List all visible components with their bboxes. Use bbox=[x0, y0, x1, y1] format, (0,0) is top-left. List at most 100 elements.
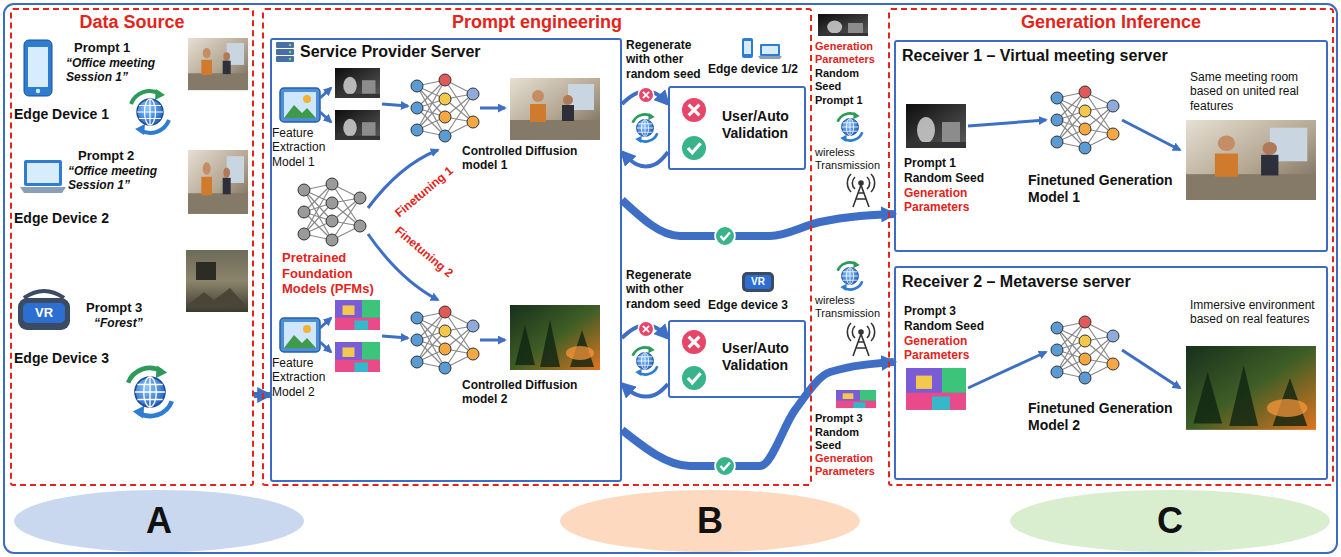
region-panel: Receiver 1 – Virtual meeting serverPromp… bbox=[888, 8, 1334, 486]
flow-arrows bbox=[320, 318, 331, 328]
vr-headset-icon bbox=[24, 291, 64, 298]
parameter-label: Generation Parameters bbox=[815, 452, 885, 478]
seed-label: Random Seed bbox=[815, 67, 885, 93]
network-icon bbox=[1051, 316, 1119, 384]
transmission-label: wireless Transmission bbox=[815, 146, 885, 172]
prompt-label: Prompt 2 bbox=[78, 148, 134, 164]
server-icon bbox=[276, 56, 294, 62]
prompt-label: Prompt 1 bbox=[815, 94, 863, 107]
receiver-box: Receiver 2 – Metaverse serverPrompt 3Ran… bbox=[894, 266, 1328, 480]
forest-render bbox=[1186, 346, 1316, 430]
model-label: Controlled Diffusion model 1 bbox=[462, 144, 602, 173]
icon-label: VR bbox=[751, 276, 765, 288]
laptop-icon bbox=[27, 163, 59, 183]
laptop-icon bbox=[20, 187, 66, 193]
flow-arrows bbox=[1122, 350, 1180, 388]
stage-ellipse: C bbox=[1010, 490, 1330, 552]
stage-letter: A bbox=[146, 500, 172, 542]
prompt-label: Prompt 3 bbox=[815, 412, 863, 425]
prompt-text: Prompt 1 bbox=[904, 156, 956, 170]
laptop-icon bbox=[24, 160, 62, 186]
stage-ellipse: A bbox=[14, 490, 304, 552]
server-icon bbox=[276, 42, 294, 48]
room-photo bbox=[188, 288, 246, 306]
validation-box: Edge device 1/2User/Auto Validation bbox=[668, 86, 806, 170]
flow-connector bbox=[622, 362, 894, 466]
model-label: Controlled Diffusion model 2 bbox=[462, 378, 602, 407]
validation-box: Edge device 3User/Auto Validation bbox=[668, 320, 806, 398]
region-panel: Service Provider ServerEdge device 1/2Us… bbox=[262, 8, 812, 486]
room-photo bbox=[186, 250, 248, 312]
check-badge bbox=[715, 226, 735, 246]
globe-icon bbox=[633, 113, 658, 143]
network-icon bbox=[1051, 86, 1119, 154]
laptop-icon bbox=[20, 160, 66, 193]
flow-connector bbox=[622, 200, 894, 236]
laptop-icon bbox=[760, 44, 780, 56]
device-heading: Edge device 1/2 bbox=[708, 62, 798, 76]
stage-letter: B bbox=[697, 500, 723, 542]
prompt-label: Prompt 3 bbox=[86, 300, 142, 316]
device-label: Edge Device 1 bbox=[14, 106, 109, 123]
parameter-text: Generation Parameters bbox=[904, 186, 1016, 215]
stage-letter: C bbox=[1157, 500, 1183, 542]
model-label: Feature Extraction Model 2 bbox=[272, 356, 356, 399]
flow-arrows bbox=[320, 88, 1180, 388]
check-badge bbox=[681, 135, 707, 161]
model-label: Pretrained Foundation Models (PFMs) bbox=[282, 250, 394, 297]
flow-connector bbox=[622, 152, 668, 166]
server-icon bbox=[289, 58, 291, 60]
antenna-icon bbox=[847, 174, 874, 207]
forest-render bbox=[510, 305, 600, 370]
segmentation-map bbox=[335, 300, 380, 330]
segmentation-map bbox=[335, 342, 380, 372]
flow-arrows bbox=[968, 352, 1046, 388]
seed-label: Random Seed bbox=[815, 426, 885, 452]
office-photo bbox=[188, 38, 248, 90]
office-photo bbox=[510, 78, 600, 140]
seed-text: Random Seed bbox=[904, 171, 984, 185]
network-icon bbox=[411, 306, 479, 374]
segmentation-map bbox=[836, 390, 876, 408]
flow-connector bbox=[622, 384, 668, 396]
vr-headset-icon bbox=[18, 291, 70, 330]
globe-icon bbox=[131, 89, 169, 135]
receiver-box: Receiver 1 – Virtual meeting serverPromp… bbox=[894, 40, 1328, 252]
flow-arrows bbox=[320, 88, 331, 98]
laptop-icon bbox=[758, 44, 782, 59]
room-photo bbox=[196, 262, 216, 280]
validation-text: User/Auto Validation bbox=[722, 108, 802, 142]
depth-map bbox=[818, 14, 868, 36]
cross-badge bbox=[638, 87, 653, 102]
office-photo bbox=[1186, 120, 1316, 200]
parameter-label: Generation Parameters bbox=[815, 40, 885, 66]
prompt-text: Prompt 3 bbox=[904, 304, 956, 318]
depth-map bbox=[906, 104, 966, 148]
network-icon bbox=[411, 74, 479, 142]
seed-text: Random Seed bbox=[904, 319, 984, 333]
box-title: Service Provider Server bbox=[300, 42, 481, 61]
depth-map bbox=[335, 110, 380, 140]
model-name: Finetuned Generation Model 2 bbox=[1028, 400, 1178, 434]
flow-arrows bbox=[480, 107, 505, 110]
server-icon bbox=[289, 44, 291, 46]
box-title: Receiver 2 – Metaverse server bbox=[902, 272, 1131, 291]
prompt-quote: “Forest” bbox=[94, 316, 143, 330]
flow-arrows bbox=[320, 112, 331, 122]
region-title: Data Source bbox=[79, 12, 184, 34]
room-photo bbox=[186, 250, 248, 312]
region-panel: Data Source bbox=[10, 8, 254, 486]
phone-icon bbox=[24, 40, 52, 96]
flow-arrows bbox=[480, 339, 505, 342]
depth-map bbox=[335, 68, 380, 98]
server-icon bbox=[276, 49, 294, 55]
prompt-quote: “Office meeting Session 1” bbox=[66, 56, 184, 85]
flow-arrows bbox=[382, 104, 408, 106]
phone-icon bbox=[742, 38, 753, 58]
segmentation-map bbox=[906, 368, 966, 410]
connector-group bbox=[254, 92, 894, 466]
icon-label: VR bbox=[35, 305, 53, 321]
laptop-icon bbox=[758, 56, 782, 59]
model-name: Finetuned Generation Model 1 bbox=[1028, 172, 1178, 206]
server-icon bbox=[276, 42, 294, 62]
